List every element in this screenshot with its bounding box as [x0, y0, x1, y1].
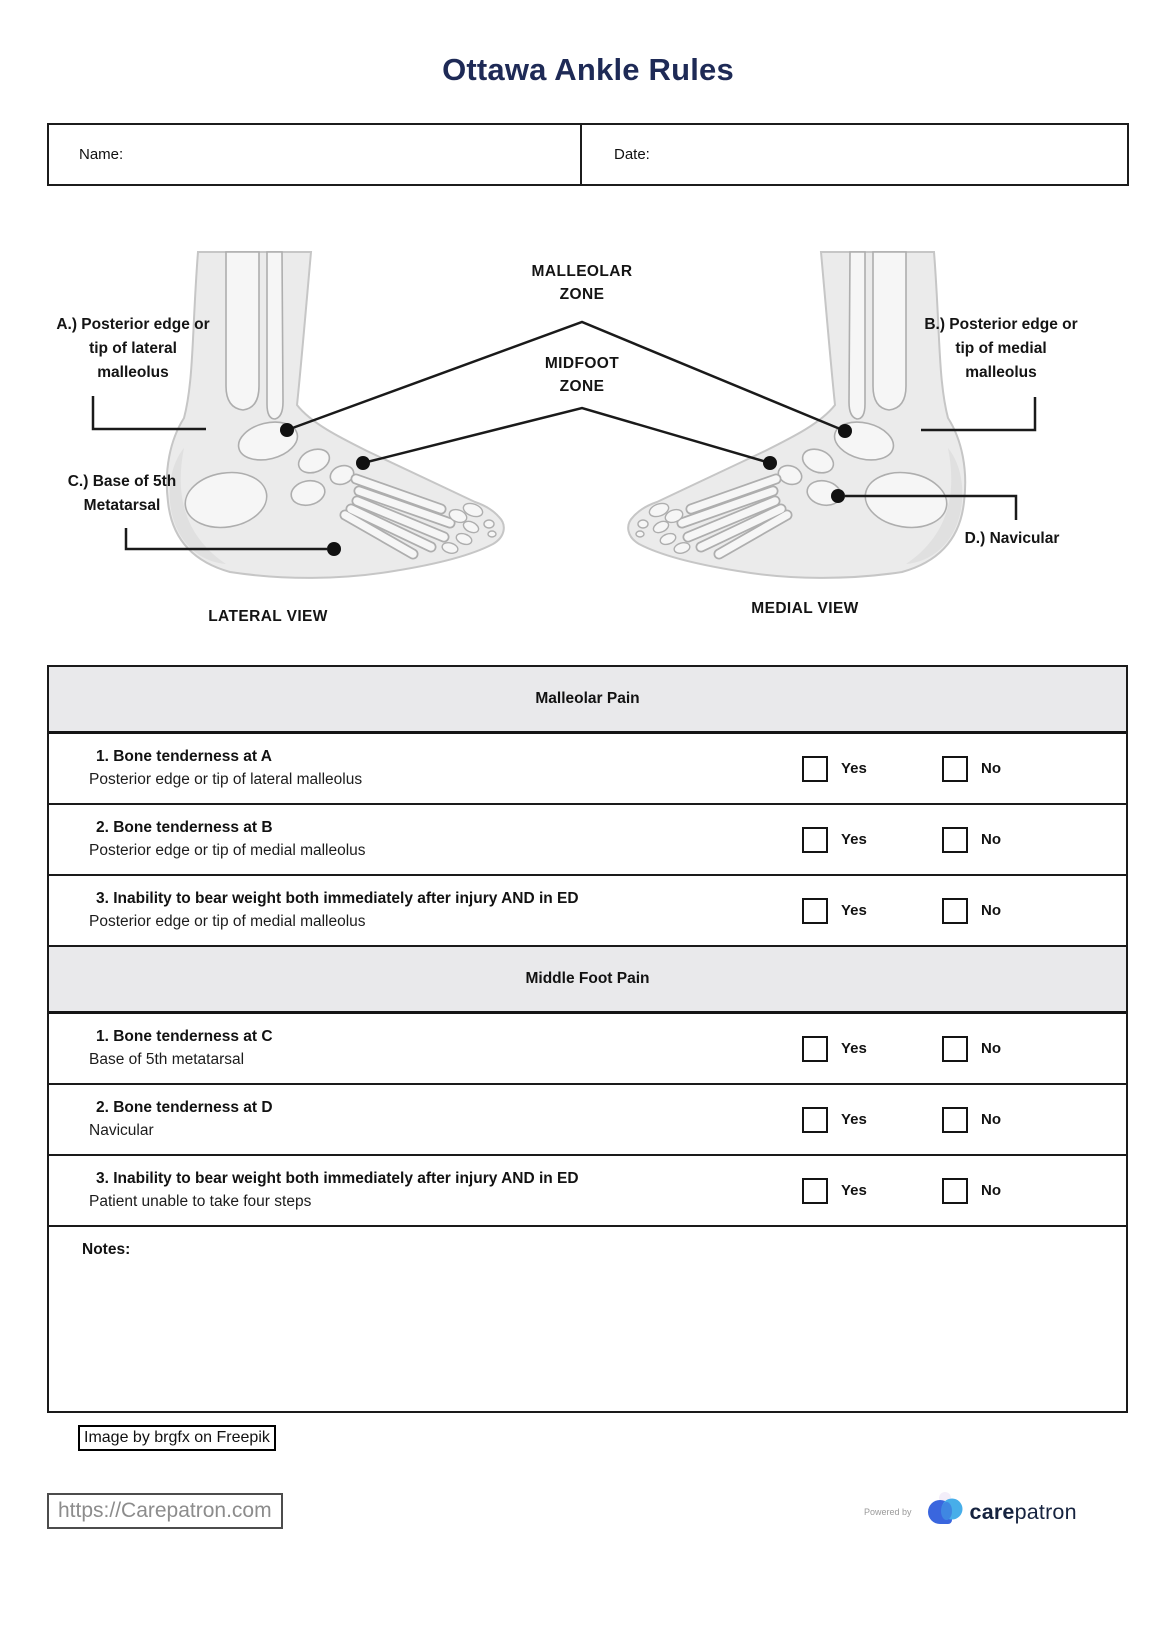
section-header-malleolar: Malleolar Pain: [49, 667, 1126, 734]
yes-checkbox[interactable]: [802, 897, 828, 924]
notes-area[interactable]: Notes:: [49, 1227, 1126, 1411]
carepatron-wordmark: carepatron: [969, 1499, 1077, 1524]
yes-label: Yes: [841, 1182, 867, 1199]
no-label: No: [981, 831, 1001, 848]
row-malleolar-2: 2. Bone tenderness at B Posterior edge o…: [49, 805, 1126, 876]
lateral-view-caption: LATERAL VIEW: [208, 608, 328, 625]
marker-dots: [280, 423, 852, 556]
yes-label: Yes: [841, 902, 867, 919]
no-checkbox[interactable]: [942, 755, 968, 782]
malleolar-zone-connector: [286, 320, 846, 433]
section-header-midfoot: Middle Foot Pain: [49, 947, 1126, 1014]
row-title: 3. Inability to bear weight both immedia…: [96, 1170, 579, 1187]
label-b-text: B.) Posterior edge or tip of medial mall…: [924, 316, 1078, 381]
no-label: No: [981, 1111, 1001, 1128]
no-checkbox[interactable]: [942, 1106, 968, 1133]
marker-dot-d: [831, 489, 845, 503]
yes-label: Yes: [841, 831, 867, 848]
no-label: No: [981, 760, 1001, 777]
image-credit-link[interactable]: Image by brgfx on Freepik: [78, 1425, 276, 1451]
midfoot-zone-connector: [362, 406, 771, 465]
row-subtitle: Posterior edge or tip of medial malleolu…: [89, 913, 366, 930]
row-midfoot-3: 3. Inability to bear weight both immedia…: [49, 1156, 1126, 1227]
date-field[interactable]: Date:: [582, 125, 1127, 184]
marker-dot-a: [280, 423, 294, 437]
checklist-table: Malleolar Pain 1. Bone tenderness at A P…: [47, 665, 1128, 1413]
row-title: 3. Inability to bear weight both immedia…: [96, 890, 579, 907]
label-b-connector: [921, 397, 1037, 432]
notes-label: Notes:: [82, 1241, 131, 1258]
label-c-text: C.) Base of 5th Metatarsal: [67, 473, 177, 514]
row-malleolar-3: 3. Inability to bear weight both immedia…: [49, 876, 1126, 947]
name-label: Name:: [79, 146, 124, 163]
row-subtitle: Posterior edge or tip of lateral malleol…: [89, 771, 363, 788]
ankle-diagram: MALLEOLAR ZONE MIDFOOT ZONE A.) Posterio…: [0, 0, 1176, 660]
row-subtitle: Navicular: [89, 1122, 154, 1139]
powered-by-block: Powered by carepatron: [864, 1488, 1077, 1536]
row-subtitle: Posterior edge or tip of medial malleolu…: [89, 842, 366, 859]
row-subtitle: Patient unable to take four steps: [89, 1193, 312, 1210]
yes-checkbox[interactable]: [802, 826, 828, 853]
zone-annotation-lines: [91, 320, 1037, 556]
row-malleolar-1: 1. Bone tenderness at A Posterior edge o…: [49, 734, 1126, 805]
row-title: 2. Bone tenderness at B: [96, 819, 273, 836]
yes-checkbox[interactable]: [802, 1177, 828, 1204]
no-checkbox[interactable]: [942, 826, 968, 853]
label-d-text: D.) Navicular: [964, 530, 1060, 547]
row-title: 1. Bone tenderness at A: [96, 748, 273, 765]
label-c-connector: [124, 528, 327, 551]
yes-label: Yes: [841, 1040, 867, 1057]
midfoot-zone-label: MIDFOOT ZONE: [544, 355, 620, 395]
marker-dot-midfoot-right: [763, 456, 777, 470]
marker-dot-b: [838, 424, 852, 438]
no-checkbox[interactable]: [942, 1177, 968, 1204]
page-title: Ottawa Ankle Rules: [442, 52, 734, 87]
powered-by-label: Powered by: [864, 1507, 912, 1517]
row-midfoot-2: 2. Bone tenderness at D Navicular Yes No: [49, 1085, 1126, 1156]
row-midfoot-1: 1. Bone tenderness at C Base of 5th meta…: [49, 1014, 1126, 1085]
row-title: 1. Bone tenderness at C: [96, 1028, 273, 1045]
carepatron-url-link[interactable]: https://Carepatron.com: [47, 1493, 283, 1529]
no-checkbox[interactable]: [942, 1035, 968, 1062]
yes-checkbox[interactable]: [802, 1035, 828, 1062]
yes-checkbox[interactable]: [802, 755, 828, 782]
no-checkbox[interactable]: [942, 897, 968, 924]
marker-dot-c: [327, 542, 341, 556]
name-date-table: Name: Date:: [47, 123, 1129, 186]
yes-label: Yes: [841, 1111, 867, 1128]
yes-checkbox[interactable]: [802, 1106, 828, 1133]
label-a-connector: [91, 396, 206, 431]
row-title: 2. Bone tenderness at D: [96, 1099, 273, 1116]
malleolar-zone-label: MALLEOLAR ZONE: [531, 263, 633, 303]
yes-label: Yes: [841, 760, 867, 777]
label-d-connector: [845, 494, 1018, 520]
no-label: No: [981, 1182, 1001, 1199]
marker-dot-midfoot-left: [356, 456, 370, 470]
name-field[interactable]: Name:: [49, 125, 582, 184]
label-a-text: A.) Posterior edge or tip of lateral mal…: [56, 316, 210, 381]
date-label: Date:: [614, 146, 650, 163]
medial-view-caption: MEDIAL VIEW: [751, 600, 859, 617]
row-subtitle: Base of 5th metatarsal: [89, 1051, 245, 1068]
no-label: No: [981, 902, 1001, 919]
no-label: No: [981, 1040, 1001, 1057]
carepatron-logo-icon: [927, 1492, 963, 1524]
